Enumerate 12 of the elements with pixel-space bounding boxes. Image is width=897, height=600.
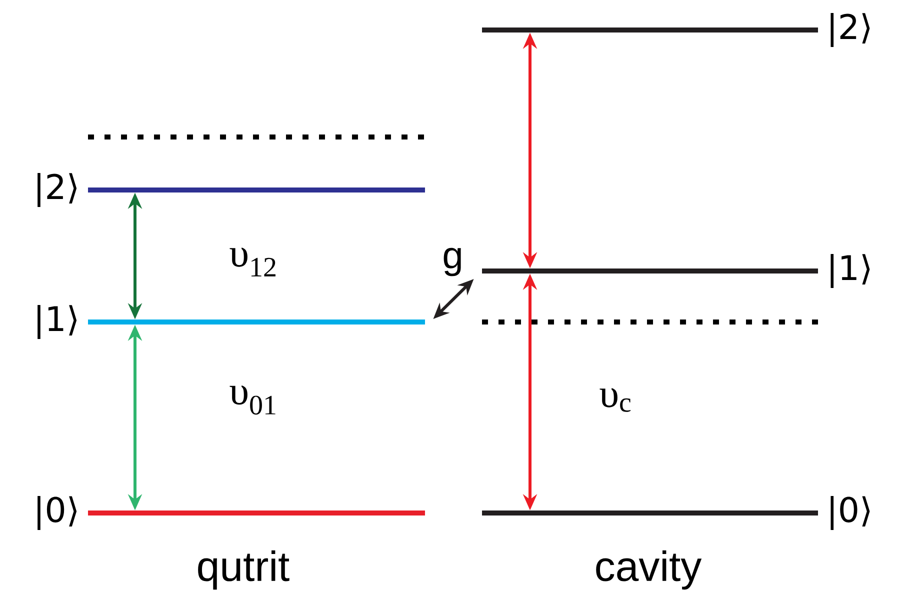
edge-label: g [444, 248, 461, 276]
level-label: |1⟩ [38, 305, 77, 339]
level-label: |2⟩ [38, 173, 77, 207]
edge-label: υ$_{01}$ [230, 385, 276, 415]
level-label: |0⟩ [38, 496, 77, 530]
edge-label: υ$_{12}$ [230, 248, 276, 276]
system-label: qutrit [198, 550, 290, 590]
level-label: |0⟩ [830, 496, 870, 530]
level-label: |2⟩ [830, 13, 870, 47]
level-label: |1⟩ [830, 254, 870, 288]
edge-label: υ$_{c}$ [600, 388, 631, 412]
system-label: cavity [596, 550, 702, 590]
